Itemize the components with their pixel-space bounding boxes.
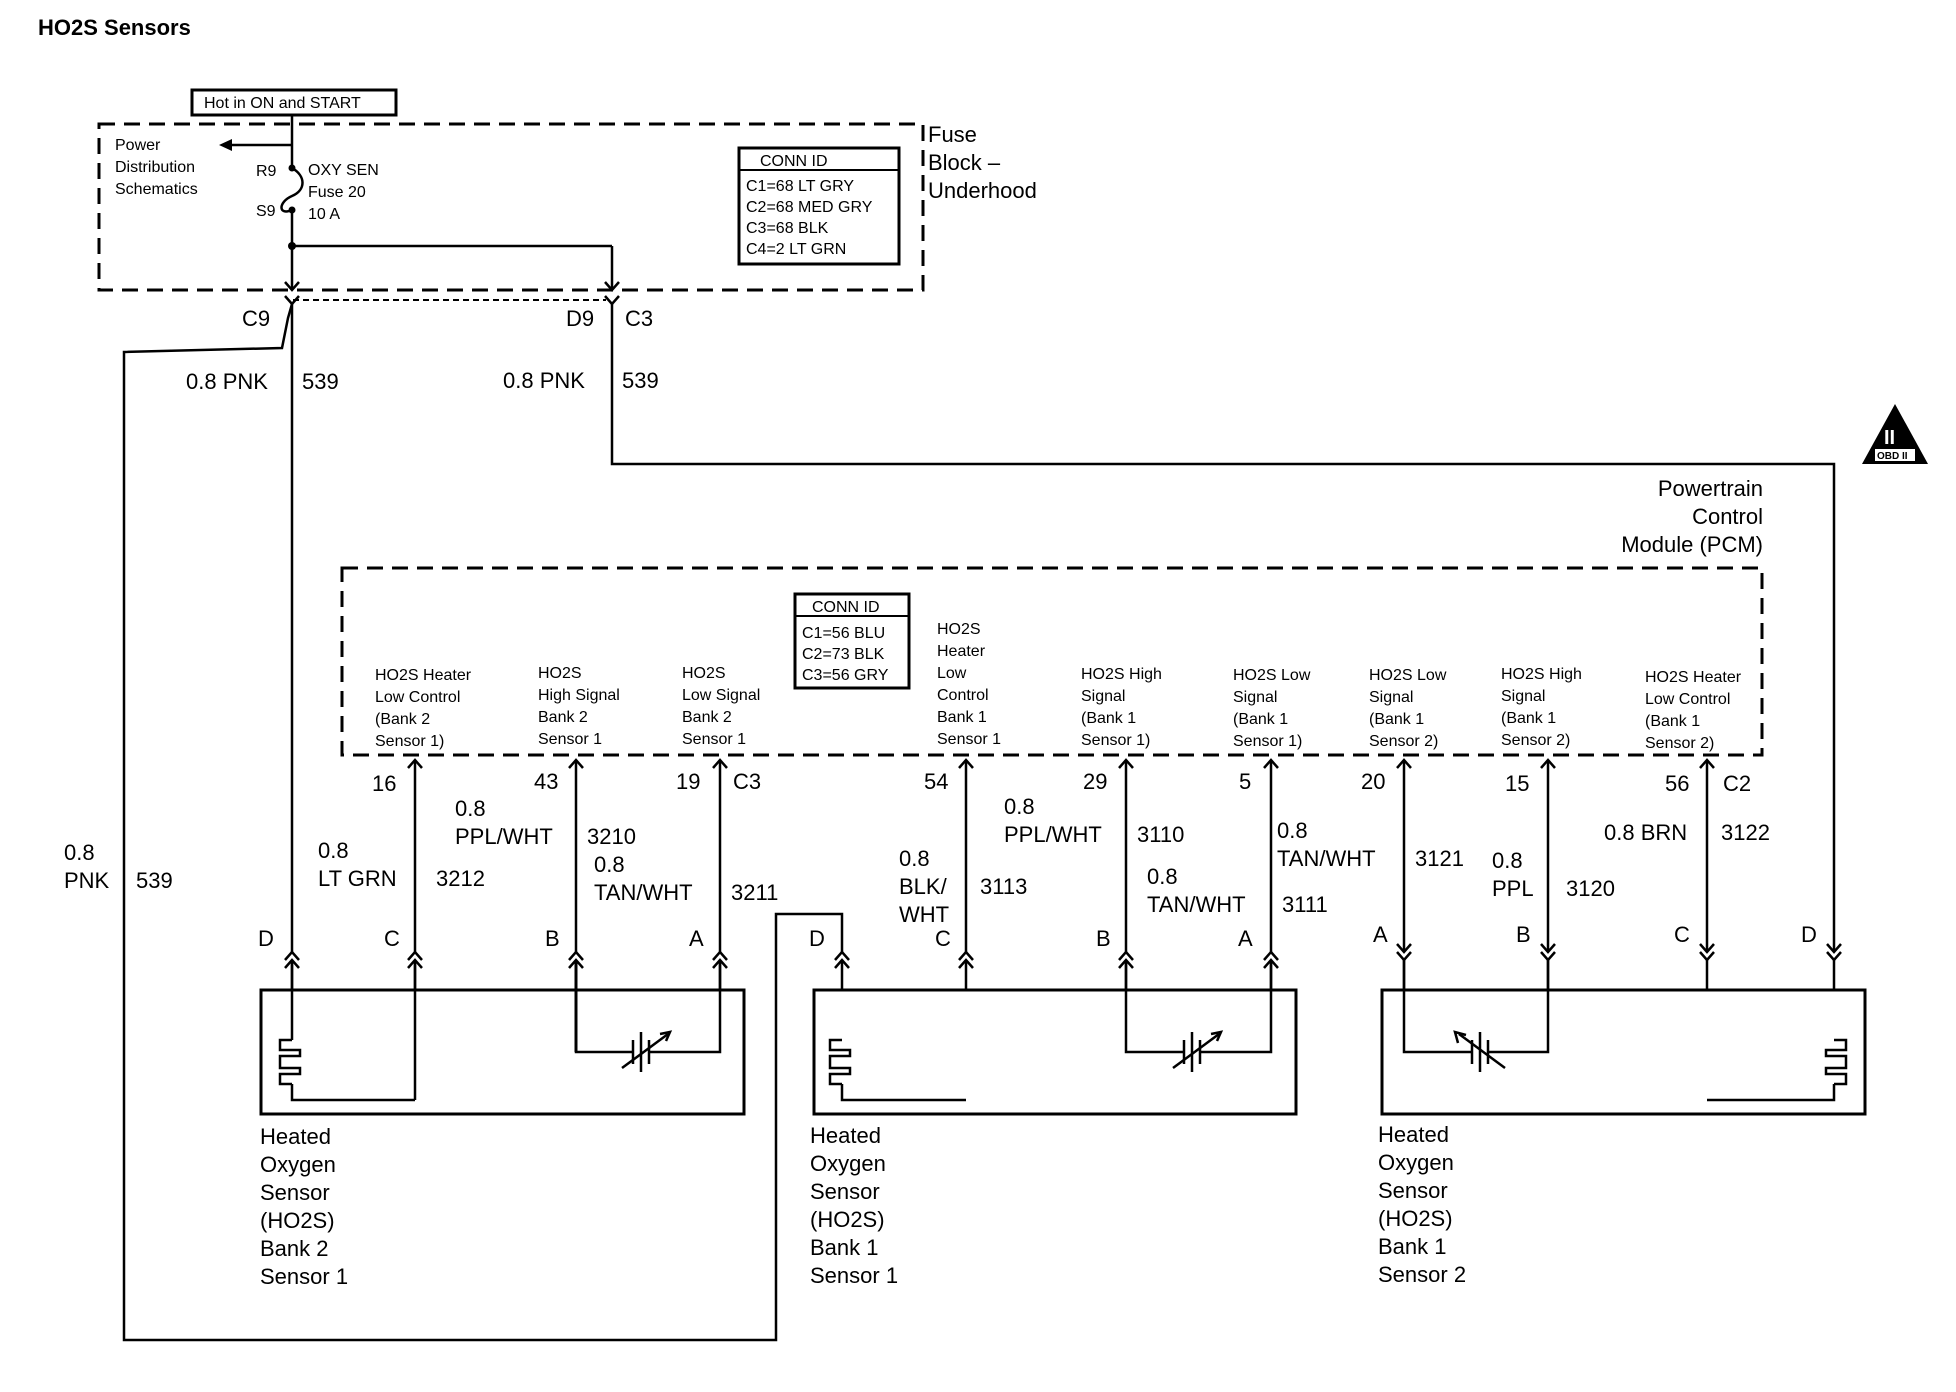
fuse-output-c9: C9 <box>242 306 270 331</box>
diagram-title: HO2S Sensors <box>38 15 191 40</box>
obd-ii-badge: II OBD II <box>1862 404 1928 464</box>
obd-ii-numeral: II <box>1884 427 1895 449</box>
s1-pin-b: B <box>545 926 560 951</box>
oxygen-sensing-cell-icon <box>1453 1030 1506 1072</box>
s3-pin-d: D <box>1801 922 1817 947</box>
pcm-conn-id-title: CONN ID <box>812 599 880 616</box>
pcm-pin-54: 54 <box>924 769 948 794</box>
pcm-pin-43: 43 <box>534 769 558 794</box>
feed-left-circuit: 539 <box>302 369 339 394</box>
wire-3113-circuit: 3113 <box>980 874 1027 899</box>
pcm-pin-15: 15 <box>1505 771 1529 796</box>
fuse-block-outline <box>97 122 925 292</box>
pcm-conn-c3: C3 <box>733 769 761 794</box>
s2-pin-d: D <box>809 926 825 951</box>
s2-pin-c: C <box>935 926 951 951</box>
s2-pin-a: A <box>1238 926 1253 951</box>
wire-3111-circuit: 3111 <box>1282 892 1328 917</box>
heater-element-icon <box>278 1038 302 1086</box>
s2-pin-b: B <box>1096 926 1111 951</box>
heater-element-icon <box>828 1038 852 1086</box>
pcm-pin-5: 5 <box>1239 769 1251 794</box>
feed-right-gauge: 0.8 PNK <box>503 368 585 393</box>
s3-pin-b: B <box>1516 922 1531 947</box>
connector-d9-icon <box>604 295 620 306</box>
feed-right-circuit: 539 <box>622 368 659 393</box>
fuse-output-c3: C3 <box>625 306 653 331</box>
oxygen-sensing-cell-icon <box>1172 1030 1224 1072</box>
wire-3210-circuit: 3210 <box>587 824 636 849</box>
s1-pin-c: C <box>384 926 400 951</box>
oxygen-sensing-cell-icon <box>621 1030 673 1072</box>
s1-pin-a: A <box>689 926 704 951</box>
pcm-pin-56: 56 <box>1665 771 1689 796</box>
wire-3122-circuit: 3122 <box>1721 820 1770 845</box>
fuse-conn-id-box <box>737 146 901 266</box>
pcm-outline <box>340 566 1764 757</box>
wire-3211-circuit: 3211 <box>731 880 778 905</box>
wire-3110-circuit: 3110 <box>1137 822 1184 847</box>
pcm-conn-id-box <box>793 592 911 690</box>
wire-3122-gauge: 0.8 BRN <box>1604 820 1687 845</box>
fuse-conn-id-title: CONN ID <box>760 153 828 170</box>
fuse-pin-r9: R9 <box>256 163 277 180</box>
fuse-output-d9: D9 <box>566 306 594 331</box>
fuse-symbol <box>280 166 304 213</box>
wire-3212-circuit: 3212 <box>436 866 485 891</box>
feed-left-gauge: 0.8 PNK <box>186 369 268 394</box>
s3-pin-c: C <box>1674 922 1690 947</box>
feed-far-circuit: 539 <box>136 868 173 893</box>
pcm-pin-29: 29 <box>1083 769 1107 794</box>
hot-label: Hot in ON and START <box>204 95 361 112</box>
wire-3120-circuit: 3120 <box>1566 876 1615 901</box>
arrow-left-icon <box>219 139 232 151</box>
pcm-pin-20: 20 <box>1361 769 1385 794</box>
s3-pin-a: A <box>1373 922 1388 947</box>
pcm-pin-16: 16 <box>372 771 396 796</box>
heater-element-icon <box>1824 1038 1848 1086</box>
pcm-pin-19: 19 <box>676 769 700 794</box>
fuse-pin-s9: S9 <box>256 203 276 220</box>
hot-label-box <box>190 88 398 117</box>
pcm-conn-c2: C2 <box>1723 771 1751 796</box>
wire-3121-circuit: 3121 <box>1415 846 1464 871</box>
s1-pin-d: D <box>258 926 274 951</box>
obd-ii-text: OBD II <box>1877 451 1908 462</box>
